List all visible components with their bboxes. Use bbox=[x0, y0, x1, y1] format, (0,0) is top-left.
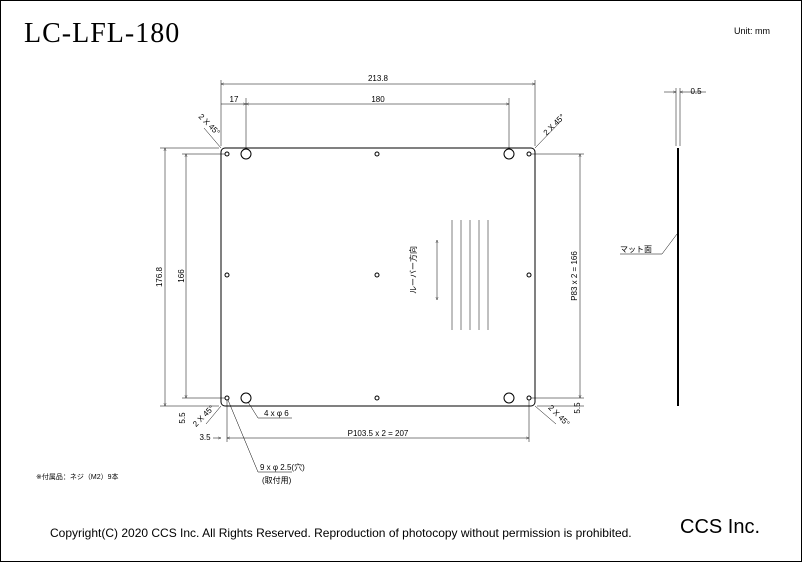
four-holes-label: 4 x φ 6 bbox=[264, 409, 289, 418]
small-hole bbox=[374, 395, 380, 401]
large-hole-bl bbox=[240, 392, 252, 404]
small-hole bbox=[224, 272, 230, 278]
dim-thickness-label: 0.5 bbox=[690, 87, 702, 96]
plate-outline bbox=[220, 147, 536, 407]
large-hole-tr bbox=[503, 148, 515, 160]
dim-left-margin-label: 3.5 bbox=[199, 433, 211, 442]
chamfer-tr-label: 2 X 45° bbox=[542, 112, 567, 137]
accessory-note: ※付属品：ネジ（M2）9本 bbox=[36, 474, 119, 481]
company-name: CCS Inc. bbox=[680, 516, 761, 538]
small-hole bbox=[224, 395, 230, 401]
dim-total-height-label: 176.8 bbox=[155, 266, 164, 287]
nine-holes-label: 9 x φ 2.5(穴) bbox=[260, 462, 305, 472]
copyright-text: Copyright(C) 2020 CCS Inc. All Rights Re… bbox=[50, 526, 632, 540]
large-hole-br bbox=[503, 392, 515, 404]
large-hole-tl bbox=[240, 148, 252, 160]
dim-bottom-margin-left: 5.5 bbox=[178, 412, 187, 424]
small-hole bbox=[526, 395, 532, 401]
unit-label: Unit: mm bbox=[734, 26, 770, 36]
small-hole bbox=[526, 272, 532, 278]
small-hole bbox=[374, 272, 380, 278]
dim-total-width-label: 213.8 bbox=[368, 74, 389, 83]
dim-pitch-bottom-label: P103.5 x 2 = 207 bbox=[348, 429, 409, 438]
nine-holes-sublabel: (取付用) bbox=[262, 475, 292, 485]
small-hole bbox=[526, 151, 532, 157]
small-hole bbox=[224, 151, 230, 157]
dim-hole-offset-label: 17 bbox=[230, 95, 239, 104]
chamfer-br-label: 2 X 45° bbox=[546, 403, 571, 428]
louver-direction-label: ルーバー方向 bbox=[408, 246, 418, 294]
chamfer-tl-label: 2 X 45° bbox=[197, 112, 222, 137]
dim-bottom-margin-right: 5.5 bbox=[573, 402, 582, 414]
dim-inner-height-label: 166 bbox=[177, 269, 186, 283]
dim-hole-pitch-label: 180 bbox=[371, 95, 385, 104]
louver-lines bbox=[451, 220, 489, 330]
small-holes bbox=[224, 151, 532, 401]
drawing-title: LC-LFL-180 bbox=[24, 18, 181, 49]
matte-surface-label: マット面 bbox=[620, 245, 652, 254]
dim-pitch-right-label: P83 x 2 = 166 bbox=[570, 251, 579, 301]
small-hole bbox=[374, 151, 380, 157]
